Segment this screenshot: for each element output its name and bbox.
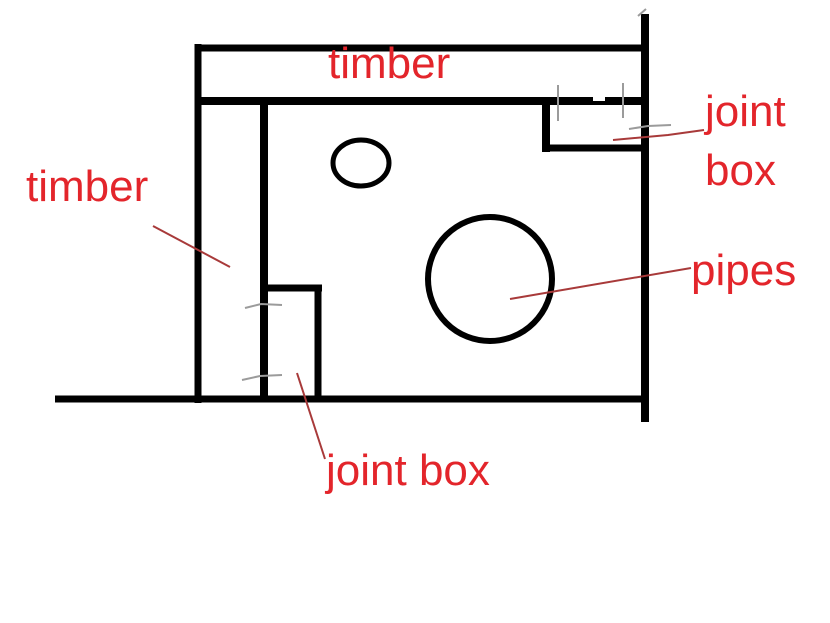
joint-box-right-leader-line — [612, 129, 705, 141]
label-timber-left: timber — [26, 162, 149, 211]
label-timber-top: timber — [328, 39, 451, 88]
label-joint-box-bottom: joint box — [326, 446, 490, 495]
pencil-squiggle-top-right — [628, 124, 672, 130]
timber-left-leader-line — [152, 225, 231, 268]
label-joint-box-right-line1: joint — [705, 87, 786, 136]
pencil-squiggle-box-upper — [244, 302, 283, 309]
pencil-squiggle-box-lower — [241, 374, 283, 381]
beam-edge-white-gap — [593, 97, 605, 101]
black-ink-structure — [55, 14, 649, 422]
large-pipe-circle — [425, 214, 555, 344]
joint-box-bottom-leader-line — [296, 372, 326, 460]
pipes-leader-line — [509, 267, 692, 300]
small-pipe-ellipse — [330, 137, 392, 189]
pencil-tick-line-top — [637, 8, 647, 17]
label-joint-box-right-line2: box — [705, 146, 776, 195]
pencil-marks — [241, 8, 672, 381]
label-pipes: pipes — [691, 246, 797, 295]
leader-lines — [152, 129, 705, 460]
